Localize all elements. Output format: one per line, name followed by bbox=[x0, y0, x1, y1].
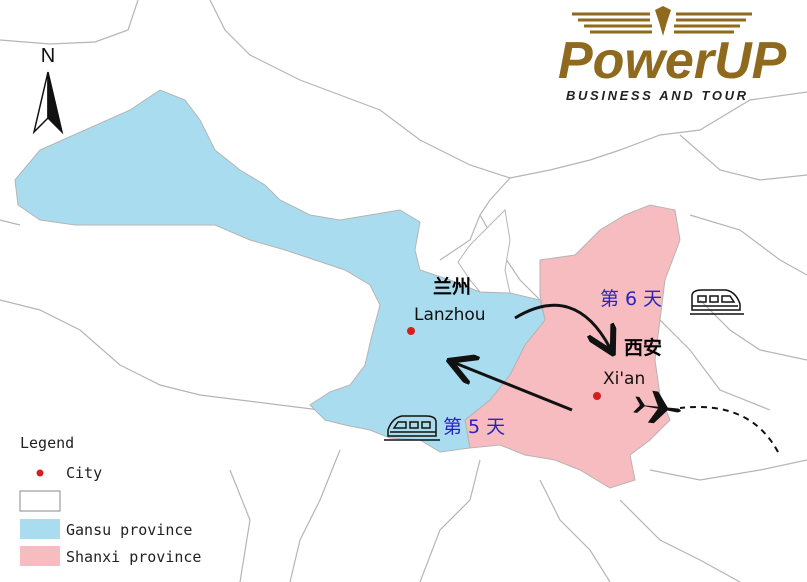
lanzhou-name-cn: 兰州 bbox=[433, 275, 471, 298]
airplane-icon bbox=[633, 390, 681, 424]
north-arrow-icon: N bbox=[32, 45, 64, 135]
xian-name-cn: 西安 bbox=[624, 336, 662, 359]
train-icon bbox=[384, 415, 440, 441]
legend-swatch-shanxi bbox=[20, 546, 60, 566]
powerup-logo: PowerUP BUSINESS AND TOUR bbox=[558, 6, 787, 103]
gansu-province bbox=[14, 89, 546, 453]
legend-item-city: City bbox=[66, 464, 102, 482]
day6-label: 第 6 天 bbox=[600, 288, 662, 310]
lanzhou-name-en: Lanzhou bbox=[414, 305, 486, 325]
svg-text:PowerUP: PowerUP bbox=[558, 32, 787, 90]
logo-tagline: BUSINESS AND TOUR bbox=[566, 88, 747, 103]
train-icon bbox=[690, 289, 744, 315]
lanzhou-city-dot bbox=[407, 327, 415, 335]
day5-route-arrow bbox=[455, 363, 573, 412]
ningxia-enclave bbox=[457, 208, 511, 294]
legend-swatch-gansu bbox=[20, 519, 60, 539]
flight-dashed-path bbox=[679, 406, 779, 453]
legend: Legend City Gansu province Shanxi provin… bbox=[0, 432, 228, 582]
north-label: N bbox=[41, 45, 55, 67]
legend-city-dot bbox=[36, 469, 44, 477]
xian-name-en: Xi'an bbox=[603, 369, 645, 389]
legend-item-gansu: Gansu province bbox=[66, 521, 192, 539]
day5-label: 第 5 天 bbox=[443, 416, 505, 438]
logo-brand-suffix: UP bbox=[714, 32, 787, 90]
eagle-wings-icon bbox=[572, 6, 752, 36]
legend-swatch-blank bbox=[19, 490, 61, 512]
day6-route-arrow bbox=[514, 303, 610, 348]
legend-item-shanxi: Shanxi province bbox=[66, 548, 201, 566]
logo-brand-prefix: Power bbox=[558, 32, 717, 90]
xian-city-dot bbox=[593, 392, 601, 400]
legend-title: Legend bbox=[20, 434, 74, 452]
